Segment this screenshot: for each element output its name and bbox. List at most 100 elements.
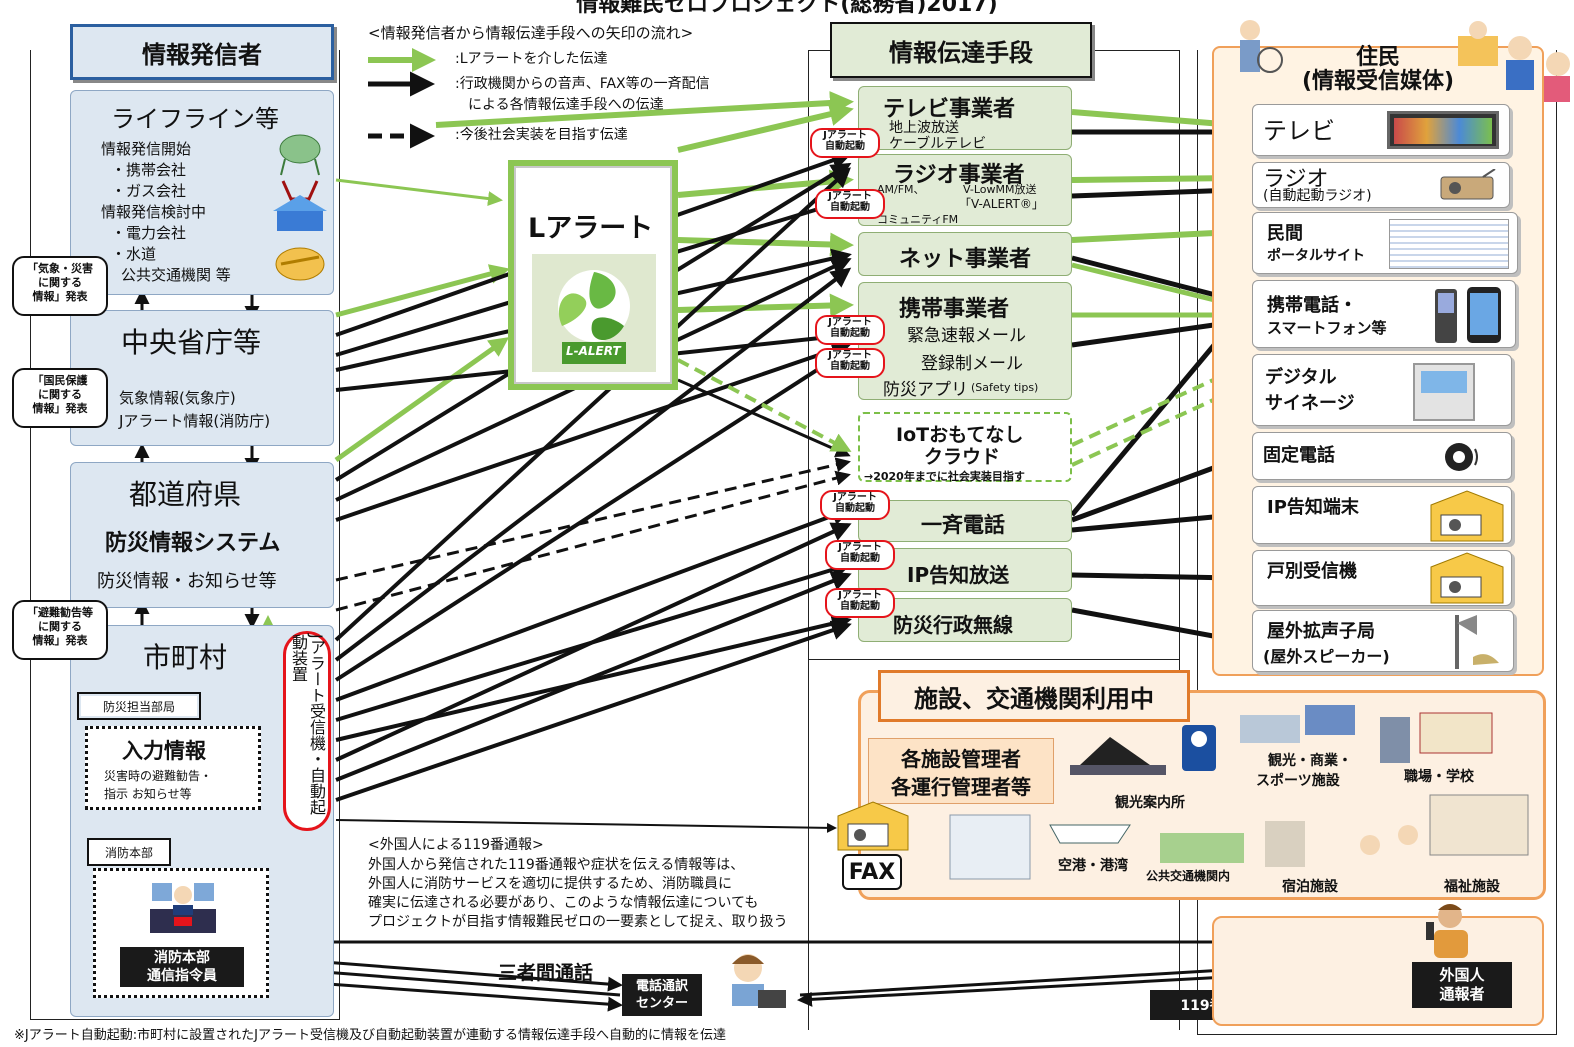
facility-label-transit: 公共交通機関内 xyxy=(1146,869,1231,883)
residents-illustration xyxy=(1240,20,1570,102)
facility-managers-line2: 各運行管理者等 xyxy=(891,775,1031,799)
lifeline-list: 情報発信開始 ・携帯会社 ・ガス会社 情報発信検討中 ・電力会社 ・水道 公共交… xyxy=(101,139,231,286)
facility-label-tour: 観光・商業・ xyxy=(1268,753,1352,769)
utility-icons xyxy=(273,134,327,281)
jtag-line: Jアラート xyxy=(828,317,872,328)
channel-radio-sub1: AM/FM、 xyxy=(877,183,925,196)
dispatcher-label: 消防本部 通信指令員 xyxy=(120,947,244,987)
legend-black-label: :行政機関からの音声、FAX等の一斉配信 xyxy=(455,76,710,92)
channel-admin-radio-title: 防災行政無線 xyxy=(893,613,1013,637)
callout-civil-protection: 「国民保護 に関する 情報」発表 xyxy=(12,368,108,428)
callout-line: に関する xyxy=(38,620,82,633)
callout-line: に関する xyxy=(38,276,82,289)
jtag-line: 自動起動 xyxy=(840,601,880,612)
disaster-dept-label: 防災担当部局 xyxy=(77,692,201,720)
channel-mobile-title: 携帯事業者 xyxy=(899,297,1010,322)
portal-icon xyxy=(1389,219,1509,269)
lifeline-line: ・水道 xyxy=(111,245,157,263)
channel-iot-note: →2020年までに社会実装目指す xyxy=(864,470,1025,483)
channel-tv-sub1: 地上波放送 xyxy=(889,120,959,136)
lifeline-box: ライフライン等 情報発信開始 ・携帯会社 ・ガス会社 情報発信検討中 ・電力会社… xyxy=(70,90,334,295)
jtag-line: 自動起動 xyxy=(840,553,880,564)
resident-header-line2: (情報受信媒体) xyxy=(1301,69,1455,94)
facility-label-info: 観光案内所 xyxy=(1115,795,1185,811)
jalert-tag-mobile-1: Jアラート自動起動 xyxy=(815,315,885,345)
lifeline-line: 情報発信検討中 xyxy=(101,203,207,221)
ministries-box: 中央省庁等 気象情報(気象庁) Jアラート情報(消防庁) xyxy=(70,310,334,446)
emergency-heading: <外国人による119番通報> xyxy=(368,837,544,853)
fax-machine: FAX xyxy=(836,800,910,894)
callout-line: 「避難勧告等 xyxy=(27,606,93,619)
resident-item-radio: ラジオ (自動起動ラジオ) xyxy=(1252,162,1510,208)
lifeline-line: 情報発信開始 xyxy=(101,140,192,158)
legend-black-label-2: による各情報伝達手段への伝達 xyxy=(468,97,664,113)
signage-icon xyxy=(1413,363,1475,421)
jtag-line: 自動起動 xyxy=(825,141,865,152)
resident-item-sub: サイネージ xyxy=(1265,393,1355,414)
emergency-line: 確実に伝達される必要があり、このような情報伝達についても xyxy=(368,895,759,911)
resident-item-label: ラジオ xyxy=(1263,167,1329,192)
dispatcher-line2: 通信指令員 xyxy=(147,968,217,984)
legend-dashed-label: :今後社会実装を目指す伝達 xyxy=(455,127,628,143)
channel-iot-title1: IoTおもてなし xyxy=(896,424,1024,446)
input-info-line1: 災害時の避難勧告・ xyxy=(104,769,213,783)
channel-iot: IoTおもてなし クラウド →2020年までに社会実装目指す xyxy=(858,412,1072,483)
emergency-line: 外国人から発信された119番通報や症状を伝える情報等は、 xyxy=(368,857,745,873)
municipality-box: 市町村 防災担当部局 入力情報 災害時の避難勧告・ 指示 お知らせ等 消防本部 … xyxy=(70,625,334,1017)
facility-managers-line1: 各施設管理者 xyxy=(901,747,1021,771)
resident-item-label: デジタル xyxy=(1265,367,1337,388)
callout-weather: 「気象・災害 に関する 情報」発表 xyxy=(12,256,108,316)
lalert-logo-text: L-ALERT xyxy=(566,344,621,358)
resident-item-portal: 民間 ポータルサイト xyxy=(1252,212,1518,274)
resident-item-sub: (屋外スピーカー) xyxy=(1263,647,1390,666)
callout-line: 情報」発表 xyxy=(32,634,88,647)
telephone-icon xyxy=(1445,443,1478,471)
channel-iot-title2: クラウド xyxy=(924,446,1001,468)
fax-label: FAX xyxy=(842,854,902,890)
resident-item-ip-terminal: IP告知端末 xyxy=(1252,486,1512,544)
callout-line: に関する xyxy=(38,388,82,401)
prefecture-title: 都道府県 xyxy=(129,478,242,511)
resident-item-receiver: 戸別受信機 xyxy=(1252,550,1512,606)
callout-line: 情報」発表 xyxy=(32,402,88,415)
channel-tv-sub2: ケーブルテレビ xyxy=(889,136,987,152)
jtag-line: 自動起動 xyxy=(830,361,870,372)
jalert-tag-radio: Jアラート自動起動 xyxy=(815,189,885,219)
resident-item-landline: 固定電話 xyxy=(1252,432,1512,480)
facility-label-tour-2: スポーツ施設 xyxy=(1256,773,1340,789)
channel-mobile-sub4: (Safety tips) xyxy=(971,381,1039,394)
channel-mobile-sub3: 防災アプリ xyxy=(883,380,968,400)
input-info-title: 入力情報 xyxy=(122,739,206,763)
channel-radio-sub2: V-LowMM放送 xyxy=(963,183,1037,196)
resident-item-sub: スマートフォン等 xyxy=(1267,319,1387,337)
jtag-line: Jアラート xyxy=(823,130,867,141)
facility-managers: 各施設管理者 各運行管理者等 xyxy=(868,738,1054,804)
channel-net-title: ネット事業者 xyxy=(899,247,1032,272)
channel-net: ネット事業者 xyxy=(858,232,1072,276)
jtag-line: Jアラート xyxy=(838,590,882,601)
channel-radio-sub4: コミュニティFM xyxy=(877,213,959,226)
resident-item-label: 携帯電話・ xyxy=(1267,295,1357,316)
sender-frame xyxy=(30,50,340,1020)
lalert-logo-icon xyxy=(558,270,630,364)
tv-icon xyxy=(1387,111,1499,149)
resident-item-sub: (自動起動ラジオ) xyxy=(1263,188,1372,204)
facility-label-welfare: 福祉施設 xyxy=(1444,879,1500,895)
resident-item-signage: デジタル サイネージ xyxy=(1252,354,1512,426)
dispatcher-icon xyxy=(150,883,216,933)
resident-item-label: 民間 xyxy=(1267,223,1303,244)
disaster-info-system: 防災情報システム xyxy=(105,531,281,556)
jtag-line: Jアラート xyxy=(838,542,882,553)
resident-header: 住民 (情報受信媒体) xyxy=(1212,46,1544,94)
radio-icon xyxy=(1440,169,1496,200)
callout-line: 「気象・災害 xyxy=(27,262,93,275)
prefecture-box: 都道府県 防災情報システム 防災情報・お知らせ等 xyxy=(70,462,334,608)
footnote: ※Jアラート自動起動:市町村に設置されたJアラート受信機及び自動起動装置が連動す… xyxy=(14,1028,726,1043)
interpreter-icon xyxy=(732,954,786,1008)
callout-line: 情報」発表 xyxy=(32,290,88,303)
jtag-line: 自動起動 xyxy=(830,202,870,213)
channel-radio-title: ラジオ事業者 xyxy=(893,163,1025,188)
resident-item-mobile: 携帯電話・ スマートフォン等 xyxy=(1252,280,1516,348)
lalert-box: Lアラート L-ALERT xyxy=(508,160,678,390)
municipality-title: 市町村 xyxy=(143,641,228,674)
